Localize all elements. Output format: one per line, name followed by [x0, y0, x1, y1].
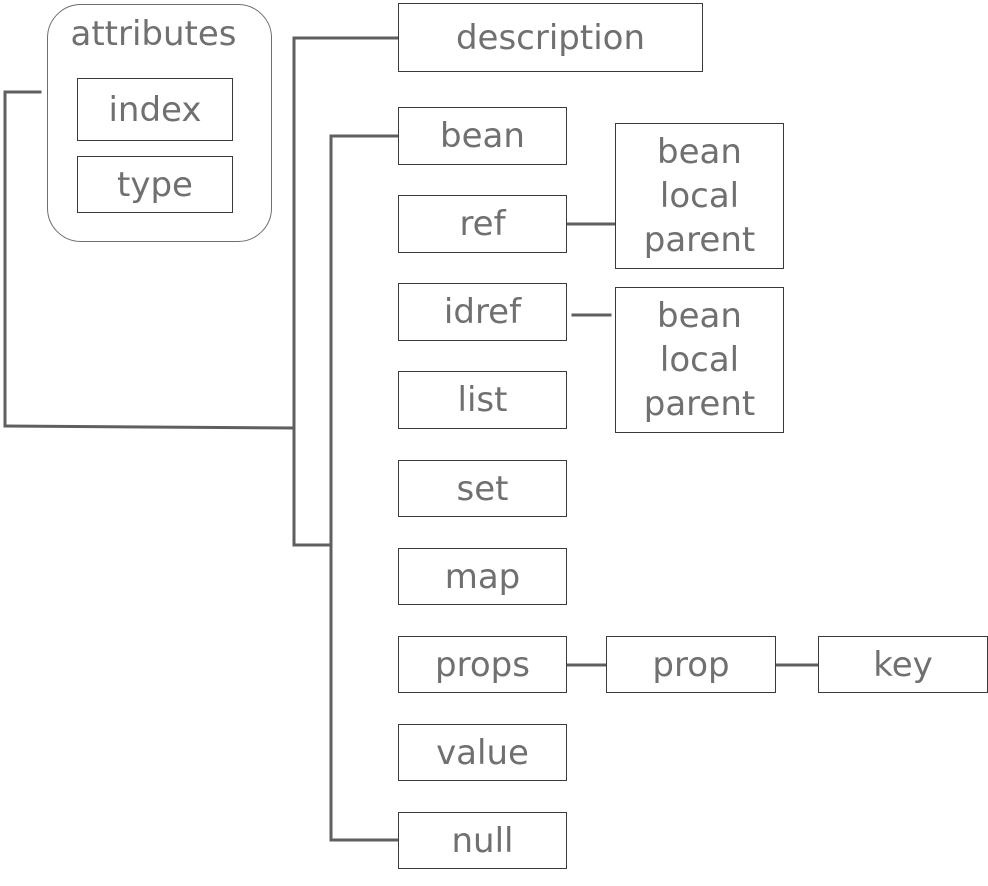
ref-target-parent: parent	[643, 220, 756, 260]
description-label: description	[455, 17, 646, 58]
null-box: null	[398, 812, 567, 869]
props-box: props	[398, 636, 567, 693]
ref-target-local: local	[659, 176, 740, 216]
ref-target-bean: bean	[657, 132, 742, 172]
null-label: null	[451, 820, 514, 861]
attribute-index-box: index	[77, 78, 233, 141]
props-label: props	[435, 644, 530, 685]
idref-target-local: local	[659, 340, 740, 380]
ref-label: ref	[459, 204, 506, 244]
value-label: value	[436, 732, 529, 773]
value-box: value	[398, 724, 567, 781]
list-box: list	[398, 371, 567, 429]
attributes-title: attributes	[70, 14, 237, 54]
idref-label: idref	[443, 292, 522, 332]
key-box: key	[818, 636, 988, 693]
idref-target-parent: parent	[643, 384, 756, 424]
idref-box: idref	[398, 283, 567, 341]
prop-label: prop	[652, 644, 730, 685]
ref-targets-box: bean local parent	[615, 123, 784, 269]
ref-box: ref	[398, 195, 567, 253]
bean-label: bean	[440, 116, 525, 156]
map-box: map	[398, 548, 567, 605]
idref-targets-box: bean local parent	[615, 287, 784, 433]
description-box: description	[398, 3, 703, 72]
attribute-type-label: type	[117, 164, 193, 205]
prop-box: prop	[606, 636, 776, 693]
key-label: key	[873, 644, 933, 685]
list-label: list	[457, 380, 508, 420]
attribute-type-box: type	[77, 156, 233, 213]
bean-box: bean	[398, 107, 567, 165]
map-label: map	[444, 556, 521, 597]
set-label: set	[456, 468, 509, 509]
idref-target-bean: bean	[657, 296, 742, 336]
set-box: set	[398, 460, 567, 517]
attribute-index-label: index	[108, 89, 202, 130]
